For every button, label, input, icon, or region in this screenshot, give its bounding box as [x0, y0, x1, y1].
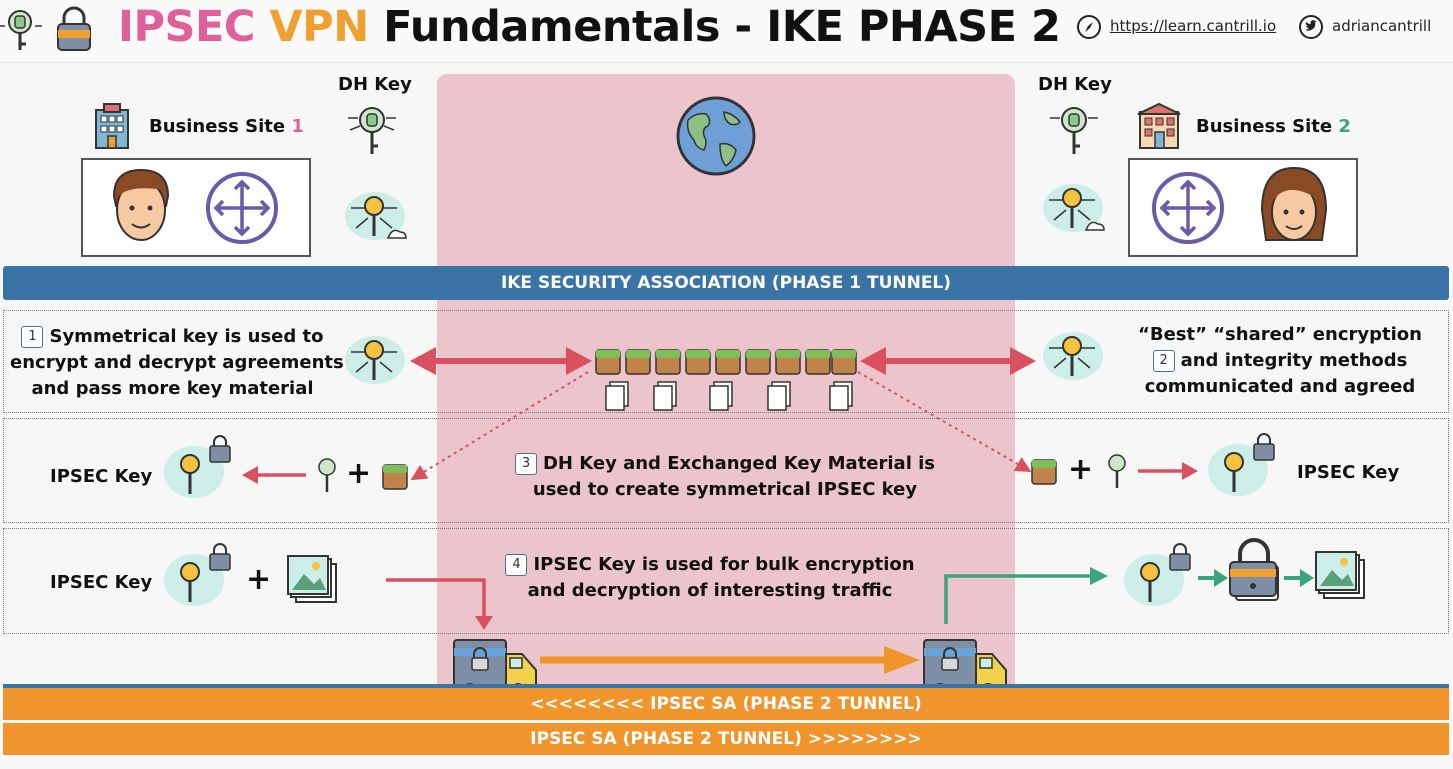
ipsec-key-label-left: IPSEC Key	[50, 466, 153, 487]
step3-badge: 3	[514, 453, 537, 475]
symmetric-key-icon-right	[1043, 184, 1105, 232]
twitter-handle[interactable]: adriancantrill	[1332, 17, 1432, 35]
step1-line3: and pass more key material	[31, 378, 314, 399]
step4-line1: IPSEC Key is used for bulk encryption	[533, 554, 915, 575]
dotted-arrows	[410, 371, 1032, 481]
step-row-2	[3, 418, 1449, 523]
green-arrow-2	[1284, 569, 1314, 587]
title-rest: Fundamentals - IKE PHASE 2	[383, 2, 1061, 52]
plus-sign-row2-left: +	[346, 456, 372, 491]
step2-badge: 2	[1152, 350, 1175, 372]
website-link[interactable]: https://learn.cantrill.io	[1110, 17, 1277, 35]
key-icon	[0, 10, 42, 50]
step4-line2: and decryption of interesting traffic	[527, 580, 893, 601]
key-material-blocks	[595, 349, 857, 375]
step1-line1: Symmetrical key is used to	[49, 326, 324, 347]
step-row-3	[3, 528, 1449, 634]
bidirectional-arrow-left	[410, 347, 592, 375]
step2-line2: and integrity methods	[1180, 350, 1408, 371]
ipsec-key-icon-row2-left	[164, 435, 231, 498]
site1-text: Business Site	[149, 116, 286, 137]
twitter-icon	[1299, 15, 1323, 39]
dh-key-label-left: DH Key	[338, 74, 412, 95]
person-icon-left	[112, 168, 170, 241]
symmetric-key-icon-left	[345, 192, 407, 240]
image-data-icon-left	[287, 555, 337, 603]
step4-badge: 4	[505, 554, 528, 576]
ipsec-key-icon-row2-right	[1208, 433, 1275, 496]
green-arrow-1	[1198, 569, 1228, 587]
step1-line2: encrypt and decrypt agreements	[10, 352, 344, 373]
ipsec-key-icon-row3	[164, 543, 231, 606]
key-material-icon-right	[1031, 459, 1057, 485]
step-row-1	[3, 310, 1449, 413]
truck-icon-right	[923, 639, 1007, 697]
plus-sign-row3: +	[246, 562, 272, 597]
dh-key-small-icon-left	[318, 458, 336, 492]
arrow-right-row2	[1138, 462, 1198, 480]
ipsec-sa-tunnel-outbound: IPSEC SA (PHASE 2 TUNNEL) >>>>>>>>	[3, 723, 1449, 755]
ipsec-key-icon-row3-right	[1124, 543, 1191, 606]
symmetric-key-icon-row1-left	[345, 336, 405, 384]
document-icons	[605, 381, 853, 411]
site1-label: Business Site 1	[149, 116, 304, 137]
arrow-left-row2	[242, 466, 306, 484]
compass-icon	[1077, 15, 1101, 39]
step1-badge: 1	[21, 326, 44, 348]
ipsec-sa-tunnel-inbound: <<<<<<<< IPSEC SA (PHASE 2 TUNNEL)	[3, 684, 1449, 720]
encrypted-lock-icon	[1229, 538, 1279, 601]
site2-number: 2	[1338, 116, 1351, 137]
dh-key-small-icon-right	[1108, 454, 1126, 488]
router-icon-left	[206, 172, 278, 244]
arrow-up-from-truck	[944, 567, 1108, 624]
site2-label: Business Site 2	[1196, 116, 1351, 137]
bidirectional-arrow-right	[860, 347, 1036, 375]
ipsec-key-label-right: IPSEC Key	[1297, 462, 1400, 483]
lock-icon	[57, 6, 91, 51]
step2-line3: communicated and agreed	[1144, 376, 1416, 397]
globe-icon	[676, 96, 756, 176]
step3-line2: used to create symmetrical IPSEC key	[532, 479, 918, 500]
symmetric-key-icon-row1-right	[1043, 332, 1103, 380]
step3-line1: DH Key and Exchanged Key Material is	[542, 453, 936, 474]
title-ipsec: IPSEC	[118, 2, 255, 52]
ipsec-key-label-row3: IPSEC Key	[50, 572, 153, 593]
building-icon-left	[95, 103, 129, 149]
router-icon-right	[1152, 172, 1224, 244]
building-icon-right	[1137, 102, 1181, 149]
dh-key-label-right: DH Key	[1038, 74, 1112, 95]
page-title: IPSEC VPN Fundamentals - IKE PHASE 2	[118, 2, 1061, 52]
dh-key-icon-left	[348, 107, 396, 154]
ike-phase1-bar: IKE SECURITY ASSOCIATION (PHASE 1 TUNNEL…	[3, 266, 1449, 300]
row1-exchange-graphic	[410, 347, 1036, 481]
image-data-icon-right	[1315, 551, 1365, 599]
site1-number: 1	[291, 116, 304, 137]
title-vpn: VPN	[269, 2, 369, 52]
dh-key-icon-right	[1050, 107, 1098, 154]
site2-text: Business Site	[1196, 116, 1333, 137]
header-icons	[0, 6, 91, 51]
person-icon-right	[1260, 166, 1328, 241]
step2-line1: “Best” “shared” encryption	[1138, 324, 1422, 345]
key-material-icon-left	[382, 464, 408, 490]
arrow-down-to-truck	[386, 578, 493, 630]
orange-transfer-arrow	[540, 646, 920, 674]
header-bar	[0, 0, 1453, 63]
plus-sign-row2-right: +	[1068, 452, 1094, 487]
